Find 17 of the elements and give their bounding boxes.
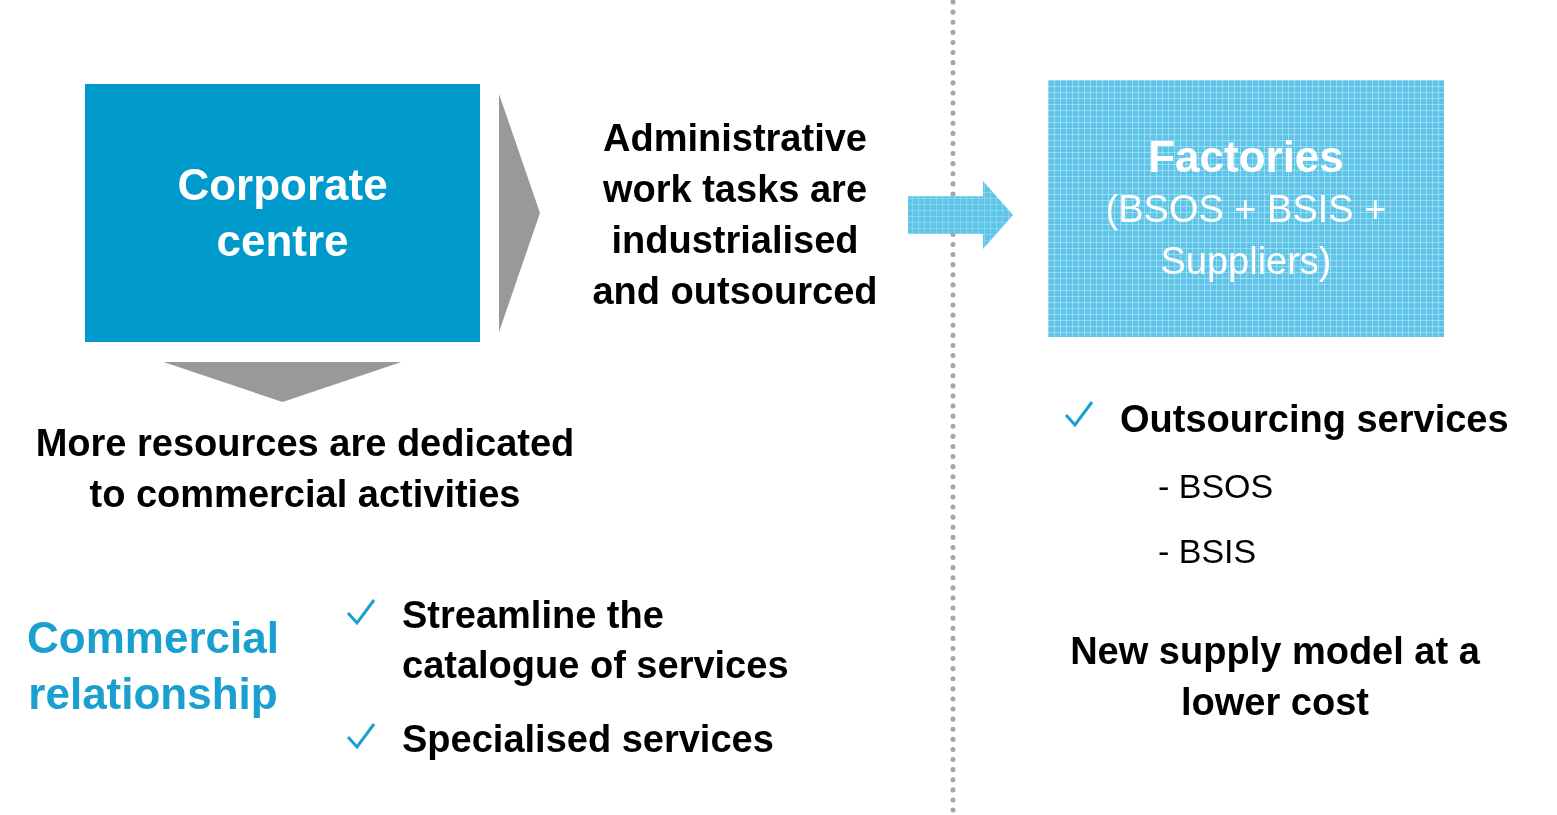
sub-item-text: - BSOS — [1158, 466, 1274, 507]
node-title: Factories — [1148, 130, 1344, 183]
process-box — [85, 84, 480, 342]
node-subtitle: (BSOS + BSIS + Suppliers) — [1104, 186, 1388, 284]
note-text: New supply model at a lower cost — [1069, 629, 1481, 725]
bullet-text: Streamline the catalogue of services — [402, 593, 790, 688]
node-title: Administrative work tasks are industrialised and outsourced — [591, 116, 879, 314]
sub-item-text: - BSIS — [1158, 531, 1257, 572]
process-box — [1048, 80, 1444, 337]
node-title: Corporate centre — [176, 159, 389, 267]
bullet-text: Specialised services — [402, 717, 775, 762]
arrow — [163, 362, 402, 402]
section-heading: Commercial relationship — [26, 612, 280, 720]
block-arrow — [908, 181, 1013, 249]
arrow — [499, 94, 540, 332]
node-title: More resources are dedicated to commercial activities — [34, 421, 576, 517]
bullet-text: Outsourcing services — [1120, 397, 1510, 442]
